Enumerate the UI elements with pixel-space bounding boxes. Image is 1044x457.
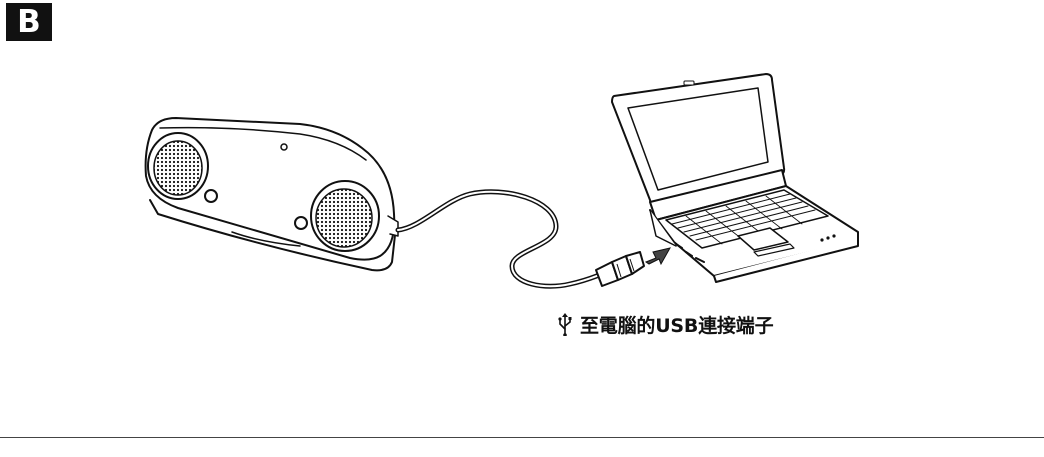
bottom-divider — [0, 437, 1044, 438]
usb-port-caption: 至電腦的USB連接端子 — [556, 310, 774, 338]
insert-arrow-icon — [644, 247, 671, 266]
step-letter: B — [17, 3, 41, 40]
usb-icon — [558, 313, 572, 336]
laptop-illustration — [611, 73, 859, 283]
speaker-illustration — [144, 117, 399, 272]
step-badge: B — [6, 3, 52, 41]
usb-plug — [595, 251, 645, 287]
usb-cable — [395, 189, 605, 289]
usb-port-caption-text: 至電腦的USB連接端子 — [580, 314, 774, 337]
